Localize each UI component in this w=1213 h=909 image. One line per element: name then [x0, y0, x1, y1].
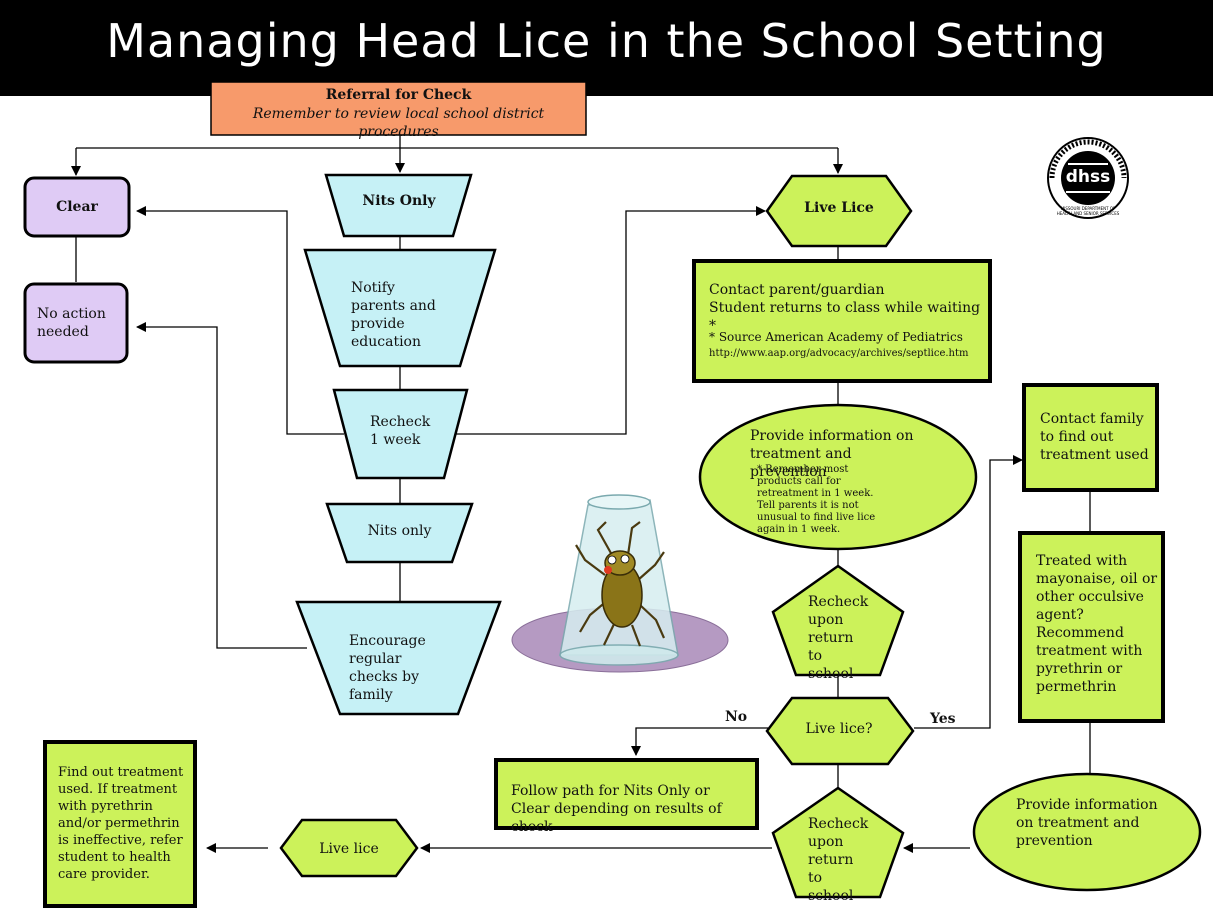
no-action-box: [23, 282, 129, 364]
no-action-label: No action needed: [37, 306, 106, 340]
live-lice-q-label: Live lice?: [805, 721, 873, 737]
provide-info-ellipse: [698, 403, 978, 551]
nits-only-low-shape: [325, 502, 474, 564]
clear-box: [23, 176, 131, 238]
recheck-return-1-shape: [771, 564, 905, 677]
live-lice-top-label: Live Lice: [804, 200, 874, 216]
contact-parent-box: [692, 259, 992, 383]
provide-info-2-label: Provide information on treatment and pre…: [1016, 797, 1158, 849]
find-out-box: [43, 740, 197, 908]
nits-only-top-shape: [324, 173, 473, 238]
referral-subtitle: Remember to review local school district…: [252, 106, 545, 140]
no-label: No: [725, 709, 748, 725]
provide-info-main: Provide information on treatment and pre…: [750, 428, 914, 480]
contact-family-box: [1022, 383, 1159, 492]
treated-with-label: Treated with mayonaise, oil or other occ…: [1036, 553, 1158, 695]
find-out-label: Find out treatment used. If treatment wi…: [58, 765, 184, 882]
recheck-return-2-label: Recheck upon return to school: [808, 816, 869, 904]
provide-info-2-ellipse: [972, 772, 1202, 892]
lice-under-glass-illustration: [511, 494, 729, 673]
recheck-week-shape: [332, 388, 469, 480]
contact-parent-line1: Contact parent/guardian: [709, 282, 885, 298]
follow-path-box: [494, 758, 759, 830]
live-lice-bottom-label: Live lice: [319, 841, 379, 857]
encourage-shape: [295, 600, 502, 716]
nits-only-low-label: Nits only: [367, 523, 432, 539]
nits-only-top-label: Nits Only: [362, 193, 436, 209]
live-lice-bottom-shape: [279, 818, 419, 878]
treated-with-box: [1018, 531, 1165, 723]
notify-label: Notify parents and provide education: [351, 280, 436, 350]
dhss-logo: dhss MISSOURI DEPARTMENT OF HEALTH AND S…: [1046, 136, 1130, 220]
yes-label: Yes: [930, 711, 956, 727]
referral-box: [210, 81, 587, 136]
contact-parent-source: * Source American Academy of Pediatrics: [709, 330, 963, 344]
connectors: [71, 135, 1091, 853]
encourage-label: Encourage regular checks by family: [349, 633, 426, 703]
contact-parent-url: http://www.aap.org/advocacy/archives/sep…: [709, 348, 969, 359]
recheck-return-1-label: Recheck upon return to school: [808, 594, 869, 682]
title-bar: [0, 0, 1213, 96]
follow-path-label: Follow path for Nits Only or Clear depen…: [511, 783, 722, 835]
live-lice-top-shape: [765, 174, 913, 248]
recheck-week-label: Recheck 1 week: [370, 414, 431, 448]
contact-parent-line2: Student returns to class while waiting *: [709, 300, 981, 334]
contact-family-label: Contact family to find out treatment use…: [1040, 411, 1149, 463]
page-title: Managing Head Lice in the School Setting: [106, 14, 1107, 68]
logo-text: dhss: [1065, 167, 1111, 187]
logo-ring-text: MISSOURI DEPARTMENT OF HEALTH AND SENIOR…: [1056, 206, 1120, 216]
referral-title: Referral for Check: [325, 87, 472, 103]
live-lice-q-shape: [765, 696, 915, 766]
provide-info-note: * Remember most products call for retrea…: [757, 464, 876, 535]
notify-shape: [303, 248, 497, 368]
recheck-return-2-shape: [771, 786, 905, 899]
clear-label: Clear: [56, 199, 98, 215]
